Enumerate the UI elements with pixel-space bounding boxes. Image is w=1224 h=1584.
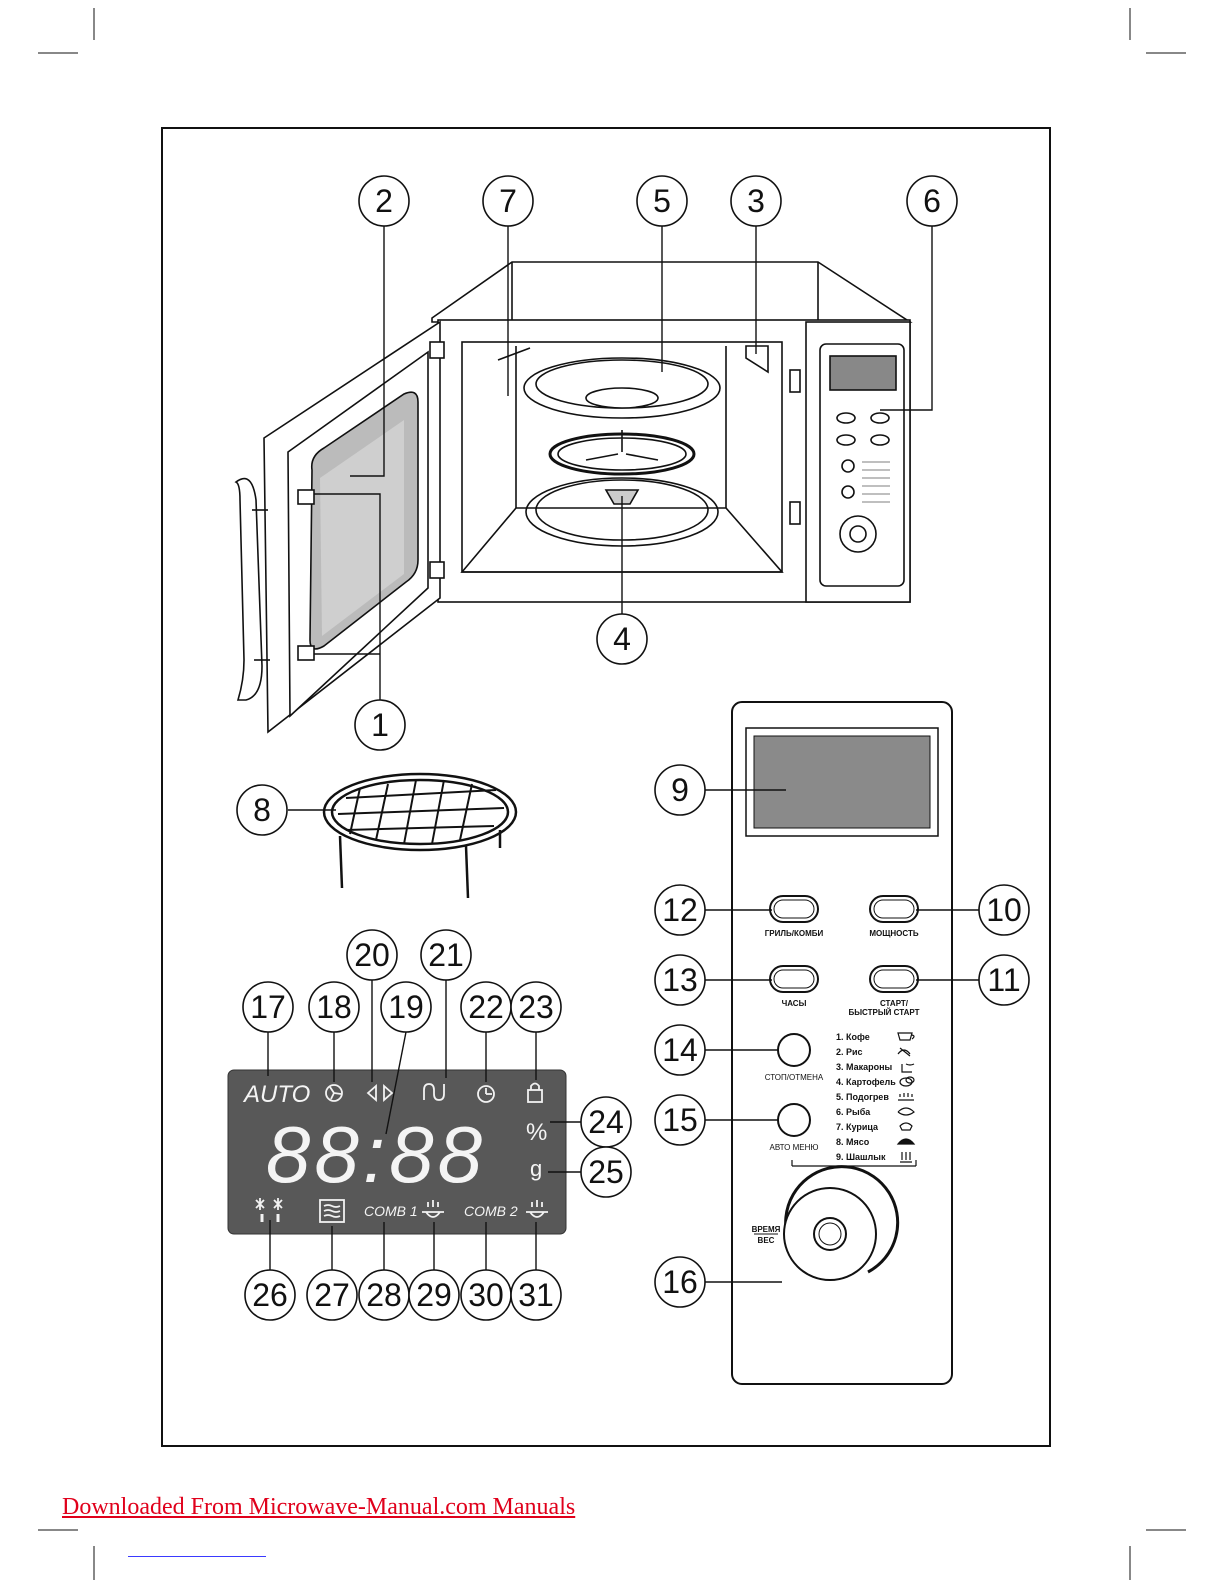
display-comb1: COMB 1: [364, 1203, 418, 1219]
menu-item: 6. Рыба: [836, 1107, 871, 1117]
start-button[interactable]: [869, 965, 919, 993]
clock-button[interactable]: [769, 965, 819, 993]
callout-1: 1: [371, 707, 389, 743]
footer-download-link[interactable]: Downloaded From Microwave-Manual.com Man…: [62, 1494, 576, 1520]
callout-10: 10: [986, 892, 1022, 928]
crop-marks: [38, 8, 1186, 1580]
callout-14: 14: [662, 1032, 698, 1068]
figure-frame: [161, 127, 1051, 1447]
grill-combi-button[interactable]: [769, 895, 819, 923]
stop-cancel-label: СТОП/ОТМЕНА: [765, 1073, 824, 1082]
display-digits: 88:88: [266, 1110, 486, 1199]
menu-item: 3. Макароны: [836, 1062, 893, 1072]
menu-item: 9. Шашлык: [836, 1152, 886, 1162]
callout-29: 29: [416, 1277, 452, 1313]
callout-circles: [236, 175, 1030, 1321]
microwave-oven: [234, 261, 913, 734]
stop-cancel-button[interactable]: [777, 1033, 811, 1067]
menu-item: 8. Мясо: [836, 1137, 870, 1147]
callout-12: 12: [662, 892, 698, 928]
callout-21: 21: [428, 937, 464, 973]
time-weight-dial[interactable]: [783, 1165, 900, 1281]
callout-18: 18: [316, 989, 352, 1025]
fan-icon: [325, 1084, 343, 1102]
leader-lines: [267, 226, 980, 1283]
callout-30: 30: [468, 1277, 504, 1313]
callout-17: 17: [250, 989, 286, 1025]
callout-11: 11: [987, 962, 1020, 998]
auto-menu-label: АВТО МЕНЮ: [770, 1143, 819, 1152]
menu-item: 1. Кофе: [836, 1032, 870, 1042]
menu-item: 5. Подогрев: [836, 1092, 889, 1102]
callout-31: 31: [518, 1277, 554, 1313]
callout-6: 6: [923, 183, 941, 219]
child-lock-icon: [527, 1082, 543, 1103]
power-label: МОЩНОСТЬ: [869, 929, 919, 938]
grill-rack: [322, 772, 518, 899]
display-auto-text: AUTO: [242, 1081, 310, 1108]
callout-7: 7: [499, 183, 517, 219]
callout-numbers: 2 7 5 3 6 4 1 8 9 12 10 13 11 14 15 16 1…: [250, 183, 1022, 1313]
panel-display-window: [753, 735, 931, 829]
display-gram: g: [530, 1156, 542, 1181]
display-comb2: COMB 2: [464, 1203, 518, 1219]
callout-20: 20: [354, 937, 390, 973]
power-button[interactable]: [869, 895, 919, 923]
callout-3: 3: [747, 183, 765, 219]
callout-22: 22: [468, 989, 504, 1025]
callout-16: 16: [662, 1264, 698, 1300]
callout-19: 19: [388, 989, 424, 1025]
callout-5: 5: [653, 183, 671, 219]
dial-label-bottom: ВЕС: [758, 1236, 775, 1245]
auto-menu-list: 1. Кофе 2. Рис 3. Макароны 4. Картофель …: [791, 1032, 917, 1167]
callout-2: 2: [375, 183, 393, 219]
menu-item: 4. Картофель: [836, 1077, 896, 1087]
combi-steam-icon: [526, 1200, 548, 1218]
combi-steam-icon: [422, 1200, 444, 1218]
callout-27: 27: [314, 1277, 350, 1313]
dial-label-top: ВРЕМЯ: [752, 1225, 781, 1234]
food-icon: [896, 1032, 916, 1163]
display-percent: %: [526, 1119, 547, 1146]
callout-28: 28: [366, 1277, 402, 1313]
turntable-arrows-icon: [366, 1084, 394, 1102]
clock-icon: [477, 1085, 495, 1103]
callout-25: 25: [588, 1154, 624, 1190]
start-label-line2: БЫСТРЫЙ СТАРТ: [848, 1008, 919, 1017]
defrost-icon: [255, 1198, 283, 1222]
callout-15: 15: [662, 1102, 698, 1138]
callout-13: 13: [662, 962, 698, 998]
start-label-line1: СТАРТ/: [880, 999, 909, 1008]
callout-26: 26: [252, 1277, 288, 1313]
microwave-waves-icon: [319, 1199, 345, 1223]
footer-underline: [128, 1556, 266, 1557]
callout-24: 24: [588, 1104, 624, 1140]
menu-item: 7. Курица: [836, 1122, 879, 1132]
grill-element-icon: [423, 1083, 445, 1101]
menu-item: 2. Рис: [836, 1047, 863, 1057]
clock-label: ЧАСЫ: [782, 999, 807, 1008]
callout-4: 4: [613, 621, 631, 657]
callout-23: 23: [518, 989, 554, 1025]
callout-8: 8: [253, 792, 271, 828]
grill-combi-label: ГРИЛЬ/КОМБИ: [765, 929, 824, 938]
lcd-display: [227, 1069, 567, 1235]
auto-menu-button[interactable]: [777, 1103, 811, 1137]
callout-9: 9: [671, 772, 689, 808]
